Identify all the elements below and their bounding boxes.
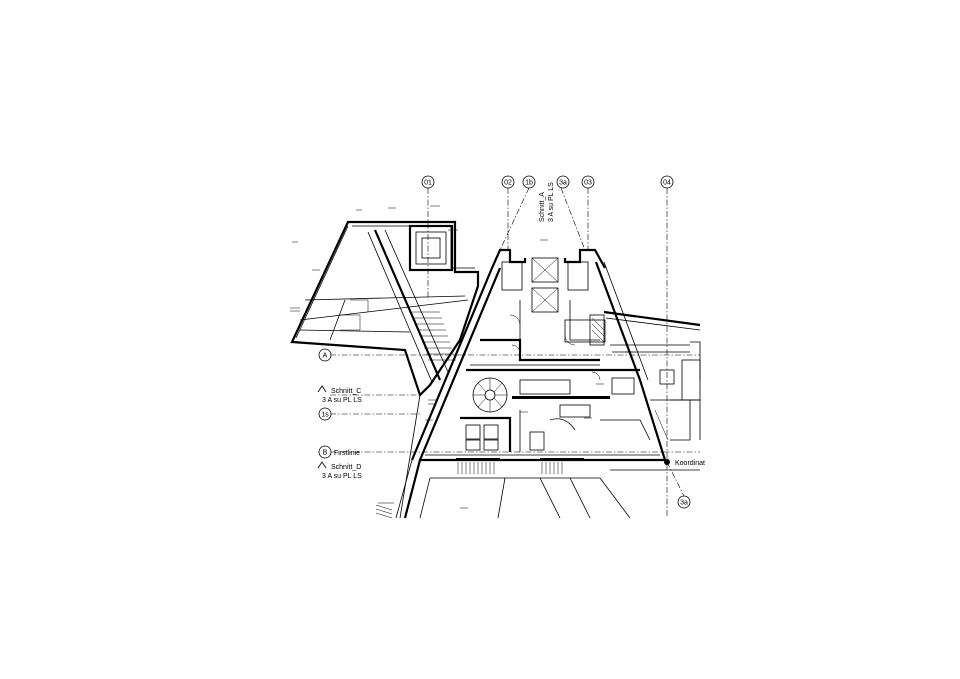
svg-text:1b: 1b <box>525 180 533 187</box>
section-d-label: Schnitt_D 3 A su PL LS <box>317 461 362 480</box>
svg-text:03: 03 <box>584 180 592 187</box>
central-block-structure <box>419 248 700 519</box>
svg-text:3a: 3a <box>559 180 567 187</box>
svg-text:Schnitt_D: Schnitt_D <box>331 464 361 471</box>
svg-text:Schnitt_A: Schnitt_A <box>539 192 546 222</box>
svg-text:Firstlinie: Firstlinie <box>334 450 360 457</box>
svg-text:Koordinat: Koordinat <box>675 460 705 467</box>
grid-axis-01: 01 <box>421 175 435 189</box>
svg-text:3 A su PL LS: 3 A su PL LS <box>322 397 362 404</box>
grid-axis-03: 03 <box>581 175 595 189</box>
grid-axis-3a-bottom: 3a <box>666 461 691 509</box>
grid-axis-04: 04 <box>660 175 674 189</box>
exterior-stair <box>375 502 394 519</box>
svg-text:Schnitt_C: Schnitt_C <box>331 388 361 395</box>
right-wing-structure <box>589 310 701 441</box>
section-c-label: Schnitt_C 3 A su PL LS <box>317 385 362 404</box>
grid-axis-A: A <box>318 348 332 362</box>
svg-text:3 A su PL LS: 3 A su PL LS <box>548 182 555 222</box>
svg-text:3a: 3a <box>680 500 688 507</box>
main-diagonal-wall <box>395 267 502 519</box>
grid-lines <box>330 187 700 518</box>
svg-text:3 A su PL LS: 3 A su PL LS <box>322 473 362 480</box>
koordinate-label: Koordinat <box>664 459 705 467</box>
svg-text:01: 01 <box>424 180 432 187</box>
svg-text:A: A <box>323 353 328 360</box>
section-a-label: Schnitt_A 3 A su PL LS <box>539 182 555 222</box>
annotation-marks <box>290 205 633 509</box>
svg-text:04: 04 <box>663 180 671 187</box>
grid-axis-1s: 1s <box>318 407 332 421</box>
svg-text:02: 02 <box>504 180 512 187</box>
firstlinie-label: Firstlinie <box>334 450 360 457</box>
grid-axis-3a: 3a <box>556 175 570 189</box>
left-wing-structure <box>290 220 480 398</box>
grid-axis-1b: 1b <box>522 175 536 189</box>
svg-text:1s: 1s <box>321 412 329 419</box>
svg-text:B: B <box>323 450 328 457</box>
grid-axis-B: B <box>318 445 332 459</box>
grid-axis-02: 02 <box>501 175 515 189</box>
